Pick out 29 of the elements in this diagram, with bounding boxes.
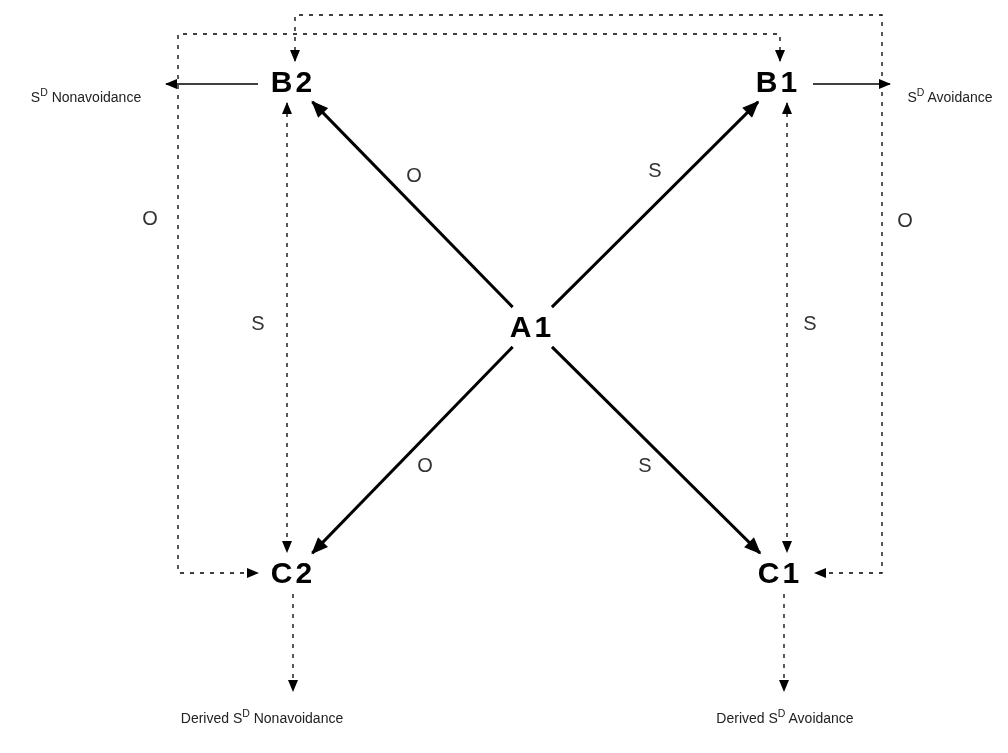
dashed-arrow [177,33,785,578]
node-label: C1 [749,556,811,590]
outcome-label: Derived S$^{D}$ Nonavoidance [177,695,347,741]
dashed-arrow [282,102,292,553]
arrow [550,345,762,555]
outcome-label: S$^{D}$ Nonavoidance [10,74,162,120]
arrow [812,79,891,89]
node-label: B1 [747,65,809,99]
dashed-arrow [779,593,789,692]
outcome-label: Derived S$^{D}$ Avoidance [710,695,860,741]
node-label: A1 [501,310,563,344]
edge-label: O [404,165,424,185]
dashed-arrow [288,593,298,692]
edge-label: S [249,313,267,333]
edge-label: O [895,210,915,230]
edge-label: O [415,455,435,475]
dashed-arrow [782,102,792,553]
arrow [311,345,514,555]
edge-label: S [636,455,654,475]
node-label: B2 [262,65,324,99]
arrow [311,100,514,309]
arrow [550,100,760,309]
edge-label: S [801,313,819,333]
node-label: C2 [262,556,324,590]
edge-label: O [140,208,160,228]
dashed-arrow [290,14,883,578]
arrow [165,79,259,89]
edge-label: S [646,160,664,180]
outcome-label: S$^{D}$ Avoidance [894,74,1006,120]
